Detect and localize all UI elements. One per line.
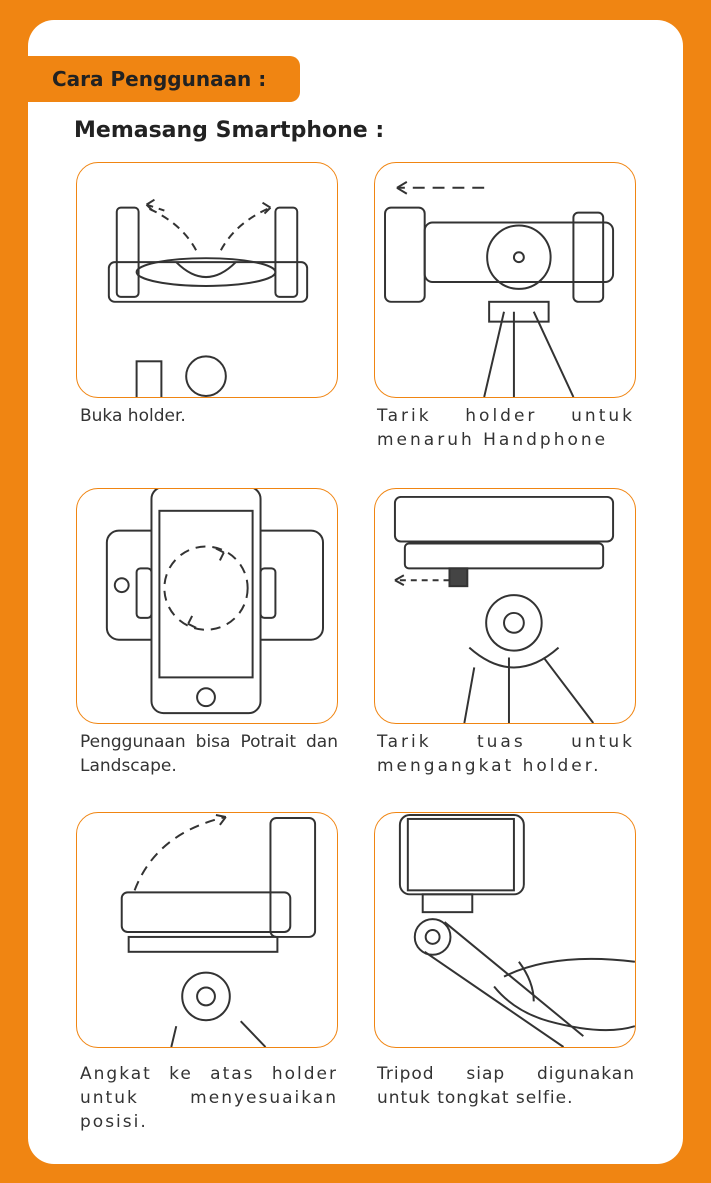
step-1-caption: Buka holder. [80, 406, 186, 426]
step-6-panel [374, 812, 636, 1048]
phone-rotate-illustration [105, 489, 324, 715]
page-subtitle: Memasang Smartphone : [74, 118, 385, 143]
step-5-caption: Angkat ke atas holder untuk menyesuaikan… [80, 1064, 338, 1132]
step-4-panel [374, 488, 636, 724]
step-3-panel [76, 488, 338, 724]
selfie-stick-illustration [398, 813, 635, 1047]
holder-open-illustration [107, 198, 309, 397]
section-tag: Cara Penggunaan : [28, 56, 300, 102]
holder-lift-illustration [120, 814, 317, 1047]
lever-pull-illustration [393, 495, 615, 723]
step-2-panel [374, 162, 636, 398]
step-4-caption: Tarik tuas untuk mengangkat holder. [377, 732, 635, 776]
holder-pull-illustration [384, 180, 615, 397]
step-1-panel [76, 162, 338, 398]
step-2-caption: Tarik holder untuk menaruh Handphone [377, 406, 635, 450]
step-6-caption: Tripod siap digunakan untuk tongkat self… [377, 1064, 635, 1108]
step-3-caption: Penggunaan bisa Potrait dan Landscape. [80, 732, 338, 776]
step-5-panel [76, 812, 338, 1048]
